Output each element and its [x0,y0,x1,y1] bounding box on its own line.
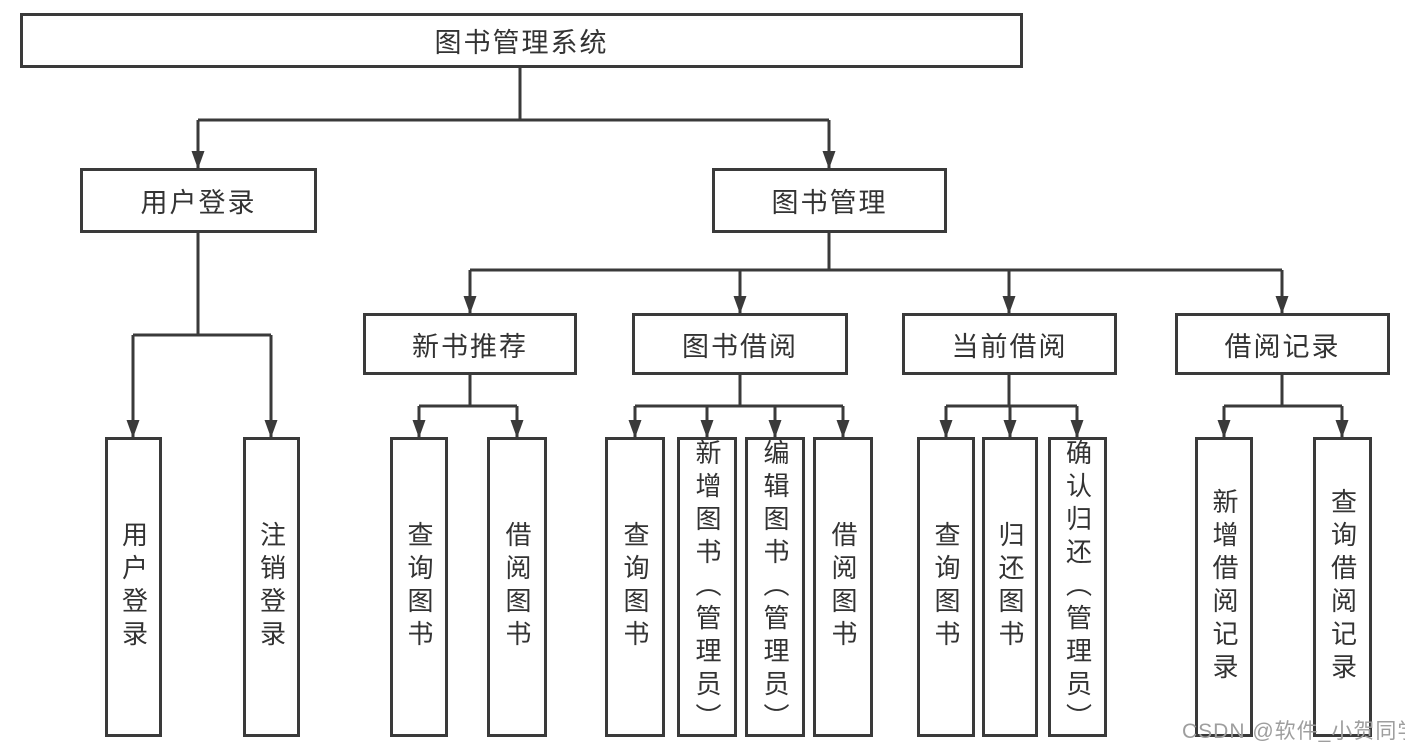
leaf-query-books-borrowing: 查询图书 [605,437,665,737]
leaf-return-books: 归还图书 [982,437,1038,737]
leaf-borrow-books: 借阅图书 [813,437,873,737]
leaf-user-login-label: 用户登录 [118,521,149,653]
leaf-return-books-label: 归还图书 [995,521,1025,653]
node-new-book-recommend: 新书推荐 [363,313,577,375]
leaf-logout: 注销登录 [243,437,300,737]
node-borrowing-records: 借阅记录 [1175,313,1390,375]
leaf-add-borrow-record: 新增借阅记录 [1195,437,1253,737]
leaf-borrow-books-recommend: 借阅图书 [487,437,547,737]
leaf-query-books-current-label: 查询图书 [931,521,961,653]
leaf-query-books-current: 查询图书 [917,437,975,737]
leaf-add-borrow-record-label: 新增借阅记录 [1209,488,1239,686]
leaf-query-borrow-record: 查询借阅记录 [1313,437,1372,737]
leaf-edit-books-admin-label: 编辑图书（管理员） [760,438,790,736]
leaf-borrow-books-recommend-label: 借阅图书 [502,521,532,653]
node-book-management: 图书管理 [712,168,947,233]
leaf-confirm-return-admin-label: 确认归还（管理员） [1062,438,1093,736]
leaf-logout-label: 注销登录 [256,521,287,653]
leaf-query-books-borrowing-label: 查询图书 [620,521,650,653]
leaf-add-books-admin: 新增图书（管理员） [677,437,737,737]
node-user-login: 用户登录 [80,168,317,233]
leaf-edit-books-admin: 编辑图书（管理员） [745,437,805,737]
leaf-add-books-admin-label: 新增图书（管理员） [692,438,722,736]
leaf-query-books-recommend: 查询图书 [390,437,448,737]
leaf-query-books-recommend-label: 查询图书 [404,521,434,653]
node-current-borrowing: 当前借阅 [902,313,1117,375]
leaf-borrow-books-label: 借阅图书 [828,521,858,653]
leaf-query-borrow-record-label: 查询借阅记录 [1327,488,1358,686]
node-root-system: 图书管理系统 [20,13,1023,68]
leaf-user-login: 用户登录 [105,437,162,737]
node-book-borrowing: 图书借阅 [632,313,848,375]
csdn-watermark: CSDN @软件_小贺同学 [1182,720,1405,743]
leaf-confirm-return-admin: 确认归还（管理员） [1048,437,1107,737]
